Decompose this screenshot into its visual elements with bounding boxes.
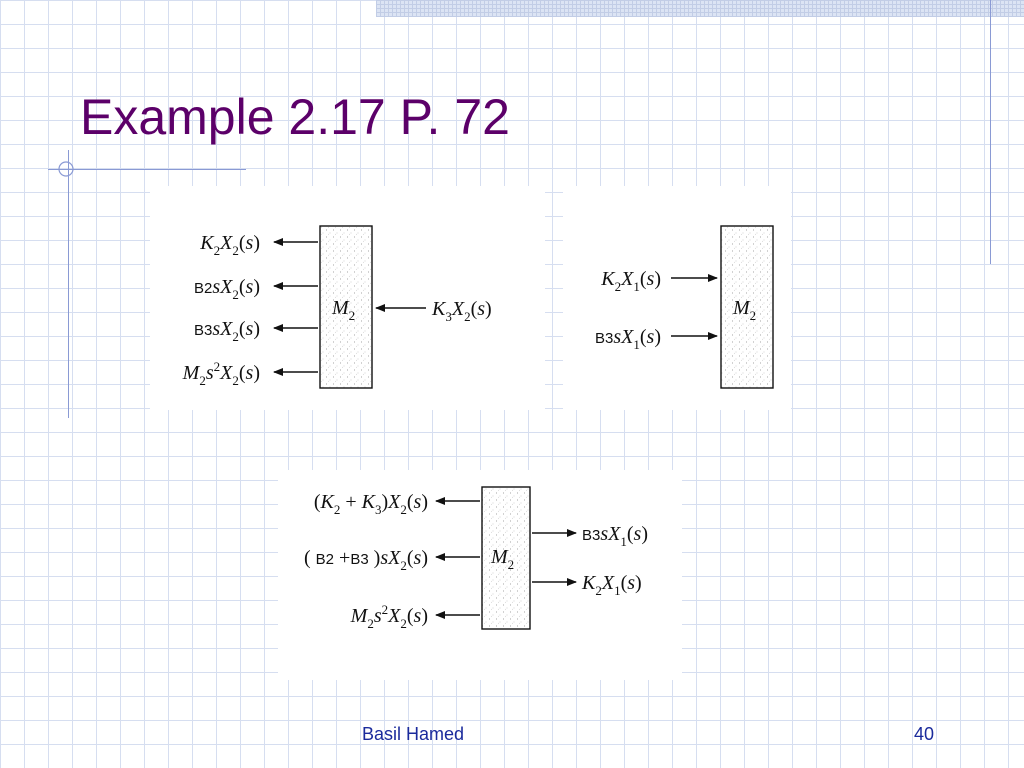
mass-label: M2 [331,297,355,323]
mass-label: M2 [732,297,756,323]
force-label: K3X2(s) [431,298,492,324]
force-label: ( B2 +B3 )sX2(s) [304,547,428,573]
figure-1-drawing: M2 K2X2(s) B2sX2(s) B3sX2(s) M2s2X2(s) K… [182,225,492,389]
crosshair-ornament-icon [58,161,74,177]
top-decorative-band [376,0,1024,17]
left-decorative-rule [68,150,69,418]
right-decorative-rule [990,0,991,264]
mass-block [319,225,373,389]
force-label: (K2 + K3)X2(s) [314,491,428,517]
figure-free-body-1: M2 K2X2(s) B2sX2(s) B3sX2(s) M2s2X2(s) K… [150,186,545,410]
force-label: B3sX1(s) [582,523,648,549]
force-label: K2X1(s) [600,268,661,294]
force-label: B3sX1(s) [595,326,661,352]
mass-block [481,486,531,630]
force-label: M2s2X2(s) [182,359,260,388]
footer-author: Basil Hamed [362,724,465,744]
page-number: 40 [914,724,935,744]
mass-block [720,225,774,389]
slide-title: Example 2.17 P. 72 [80,89,510,145]
force-label: M2s2X2(s) [350,602,428,631]
force-label: B2sX2(s) [194,276,260,302]
force-label: K2X1(s) [581,572,642,598]
figure-2-drawing: M2 K2X1(s) B3sX1(s) [595,225,774,389]
title-underline-rule [48,169,246,170]
force-label: K2X2(s) [199,232,260,258]
figure-3-drawing: M2 (K2 + K3)X2(s) ( B2 +B3 )sX2(s) M2s2X… [304,486,648,631]
figure-free-body-combined: M2 (K2 + K3)X2(s) ( B2 +B3 )sX2(s) M2s2X… [278,470,682,680]
figure-free-body-2: M2 K2X1(s) B3sX1(s) [563,186,791,410]
force-label: B3sX2(s) [194,318,260,344]
mass-label: M2 [490,546,514,572]
